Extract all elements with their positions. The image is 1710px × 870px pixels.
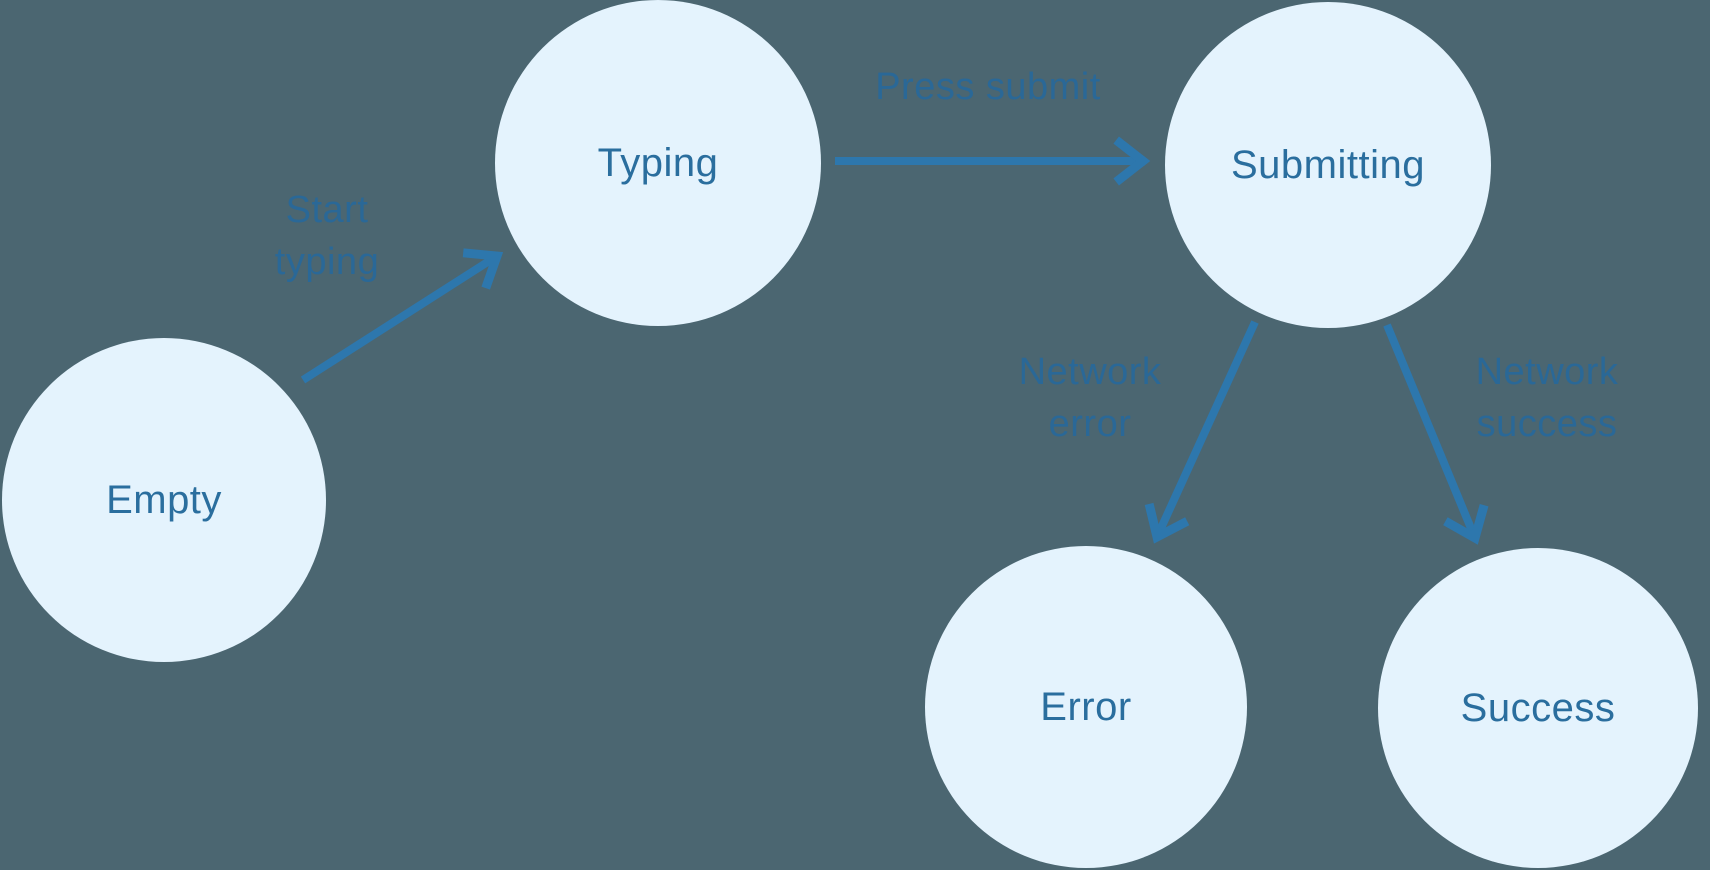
state-node-typing-label: Typing — [597, 140, 719, 185]
state-node-submitting: Submitting — [1165, 2, 1491, 328]
state-node-empty: Empty — [2, 338, 326, 662]
transition-label-network-success: Network success — [1475, 351, 1619, 445]
state-node-error: Error — [925, 546, 1247, 868]
transition-label-press-submit: Press submit — [875, 66, 1101, 108]
state-node-submitting-label: Submitting — [1231, 142, 1425, 187]
state-node-error-label: Error — [1040, 684, 1132, 729]
transition-arrow-press-submit — [835, 136, 1151, 186]
state-node-success-label: Success — [1460, 685, 1616, 730]
transition-label-start-typing: Start typing — [274, 189, 380, 283]
state-node-typing: Typing — [495, 0, 821, 326]
transition-label-network-error: Network error — [1018, 351, 1162, 445]
state-node-empty-label: Empty — [106, 477, 222, 522]
state-node-success: Success — [1378, 548, 1698, 868]
